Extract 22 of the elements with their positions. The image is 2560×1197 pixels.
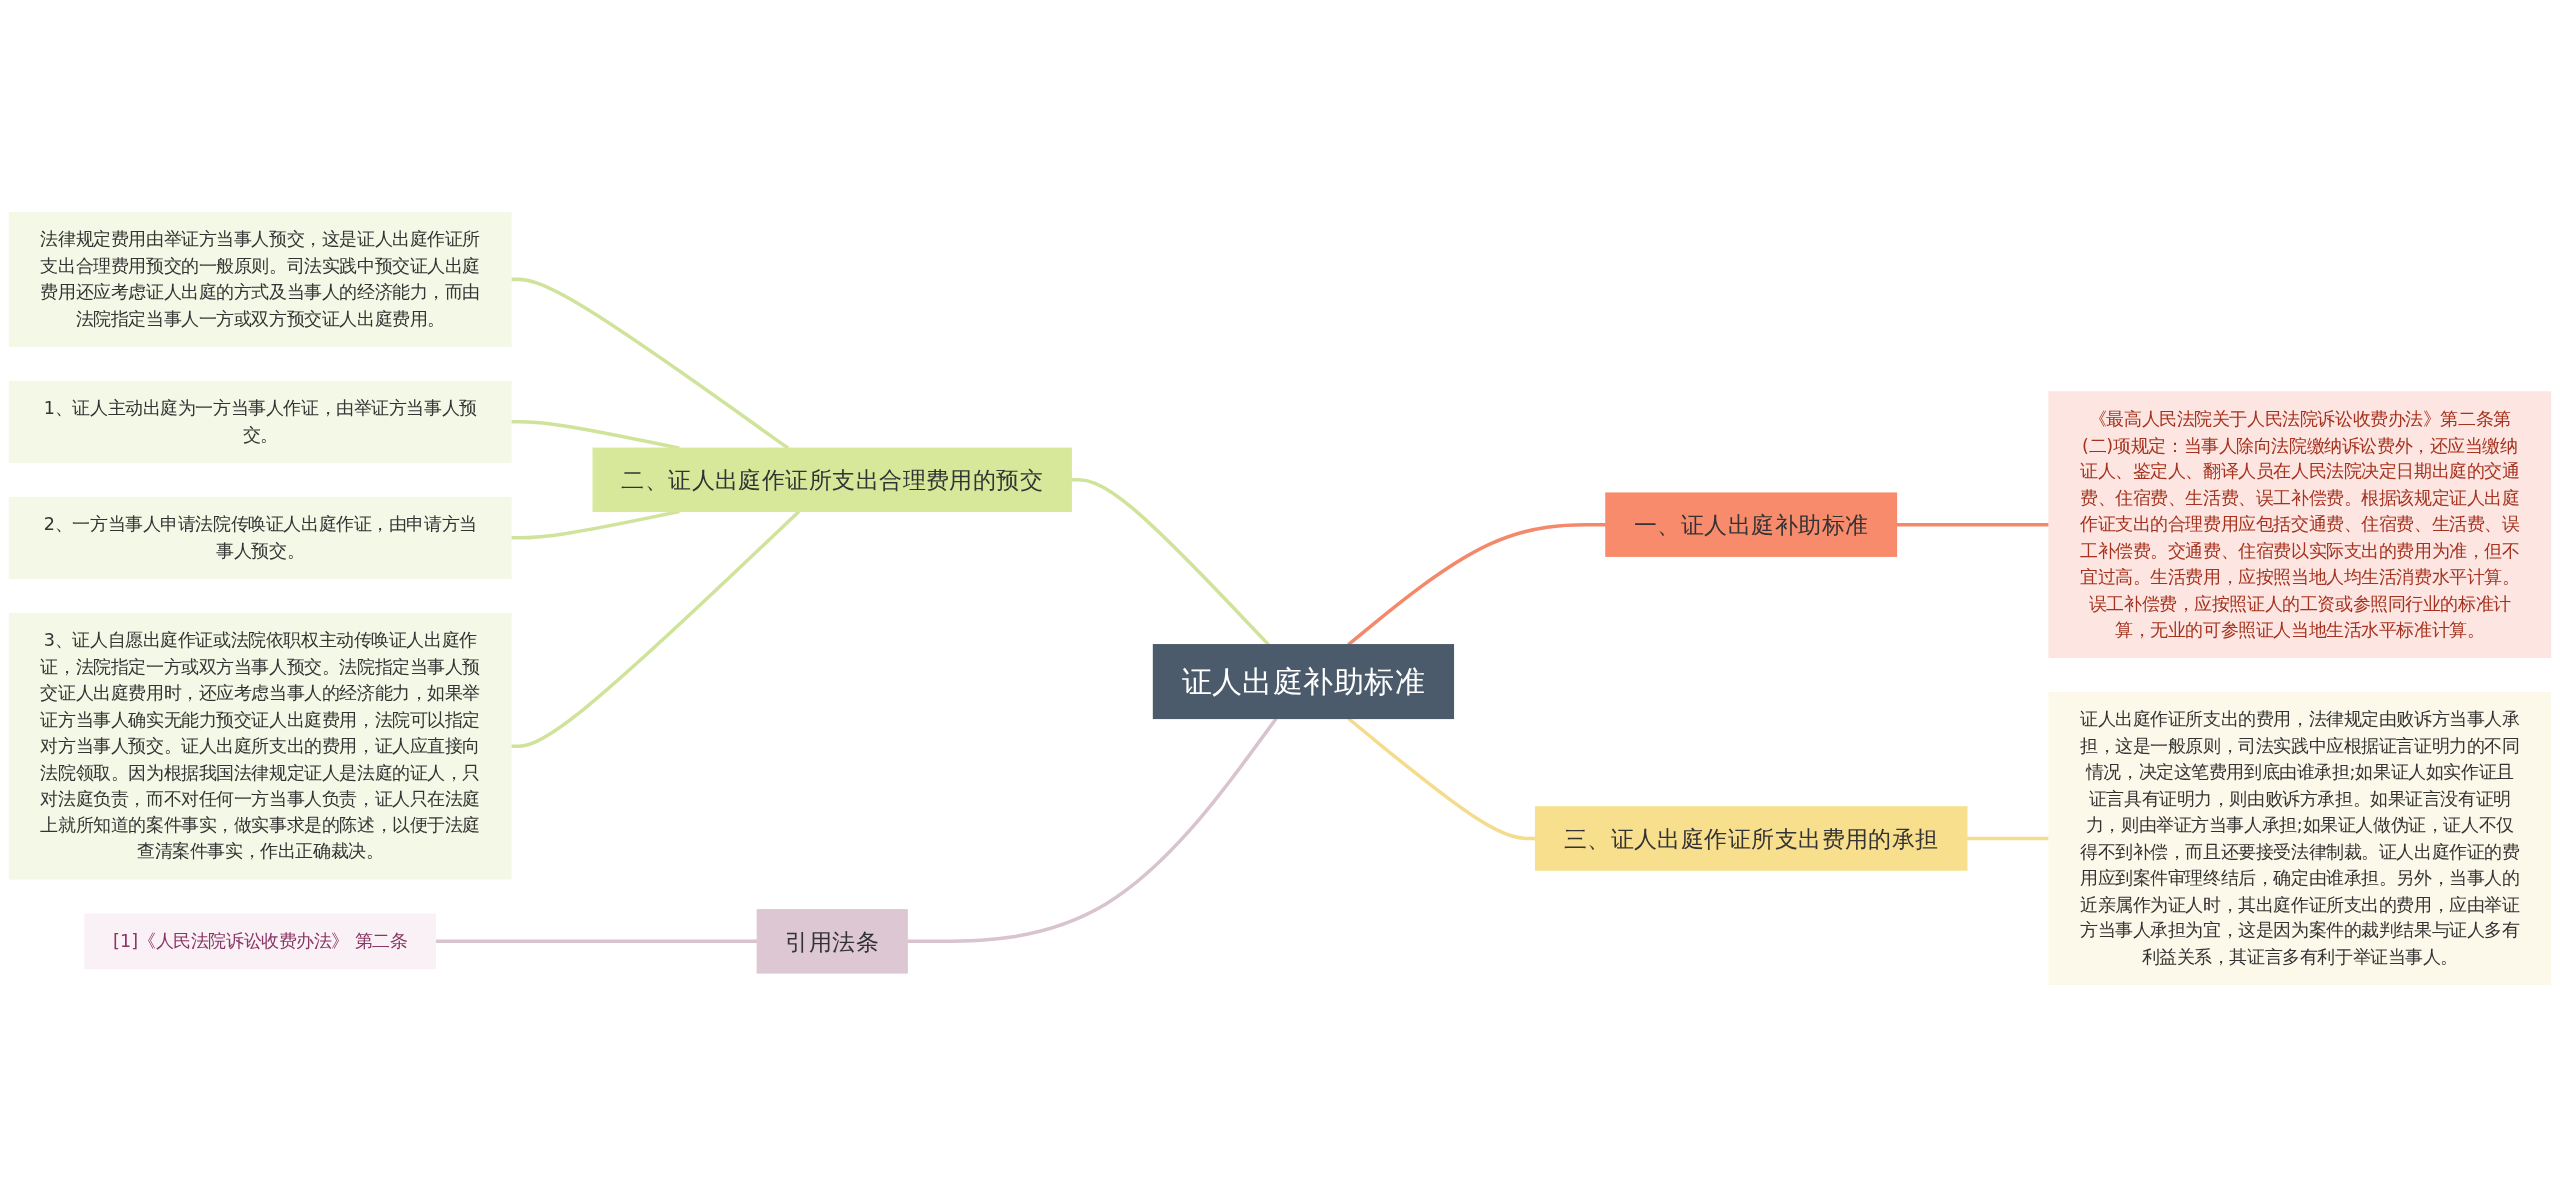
connector (511, 277, 790, 450)
node-box: 证人出庭作证所支出的费用，法律规定由败诉方当事人承担，这是一般原则，司法实践中应根据证言证明力的不同情况，决定这笔费用到底由谁承担;如果证人如实作证且证言具有证明力，则由败诉方承担。如果证言没有证明力，则由举证方当事人承担;如果证人做伪证，证人不仅得不到补偿，而且还要接受法律制裁。证人出庭作证的费用应到案件审理终结后，确定由谁承担。另外，当事人的近亲属作为证人时，其出庭作证所支出的费用，应由举证方当事人承担为宜，这是因为案件的裁判结果与证人多有利益关系，其证言多有利于举证当事人。 (2048, 692, 2552, 985)
node-box: 2、一方当事人申请法院传唤证人出庭作证，由申请方当事人预交。 (8, 496, 512, 579)
node-box: 1、证人主动出庭为一方当事人作证，由举证方当事人预交。 (8, 380, 512, 463)
connector (435, 939, 758, 944)
connector (1347, 717, 1536, 841)
connector (907, 717, 1278, 944)
connector (1966, 836, 2049, 841)
connector (511, 510, 801, 748)
node-box: 法律规定费用由举证方当事人预交，这是证人出庭作证所支出合理费用预交的一般原则。司法实践中预交证人出庭费用还应考虑证人出庭的方式及当事人的经济能力，而由法院指定当事人一方或双方预交证人出庭费用。 (8, 212, 512, 347)
connector (511, 420, 680, 450)
connector (1071, 478, 1270, 646)
node-box: 证人出庭补助标准 (1152, 644, 1455, 720)
node-box: 引用法条 (756, 909, 908, 974)
node-box: 三、证人出庭作证所支出费用的承担 (1534, 806, 1968, 871)
connector (1896, 522, 2049, 527)
node-box: [1]《人民法院诉讼收费办法》 第二条 (84, 913, 437, 970)
node-box: 3、证人自愿出庭作证或法院依职权主动传唤证人出庭作证，法院指定一方或双方当事人预交。法院指定当事人预交证人出庭费用时，还应考虑当事人的经济能力，如果举证方当事人确实无能力预交证人出庭费用，法院可以指定对方当事人预交。证人出庭所支出的费用，证人应直接向法院领取。因为根据我国法律规定证人是法庭的证人，只对法庭负责，而不对任何一方当事人负责，证人只在法庭上就所知道的案件事实，做实事求是的陈述，以便于法庭查清案件事实，作出正确裁决。 (8, 612, 512, 880)
node-box: 二、证人出庭作证所支出合理费用的预交 (592, 447, 1072, 513)
connector (1347, 522, 1606, 646)
node-box: 《最高人民法院关于人民法院诉讼收费办法》第二条第(二)项规定：当事人除向法院缴纳诉讼费外，还应当缴纳证人、鉴定人、翻译人员在人民法院决定日期出庭的交通费、住宿费、生活费、误工补偿费。根据该规定证人出庭作证支出的合理费用应包括交通费、住宿费、生活费、误工补偿费。交通费、住宿费以实际支出的费用为准，但不宜过高。生活费用，应按照当地人均生活消费水平计算。误工补偿费，应按照证人的工资或参照同行业的标准计算，无业的可参照证人当地生活水平标准计算。 (2048, 391, 2552, 658)
node-box: 一、证人出庭补助标准 (1605, 492, 1898, 557)
